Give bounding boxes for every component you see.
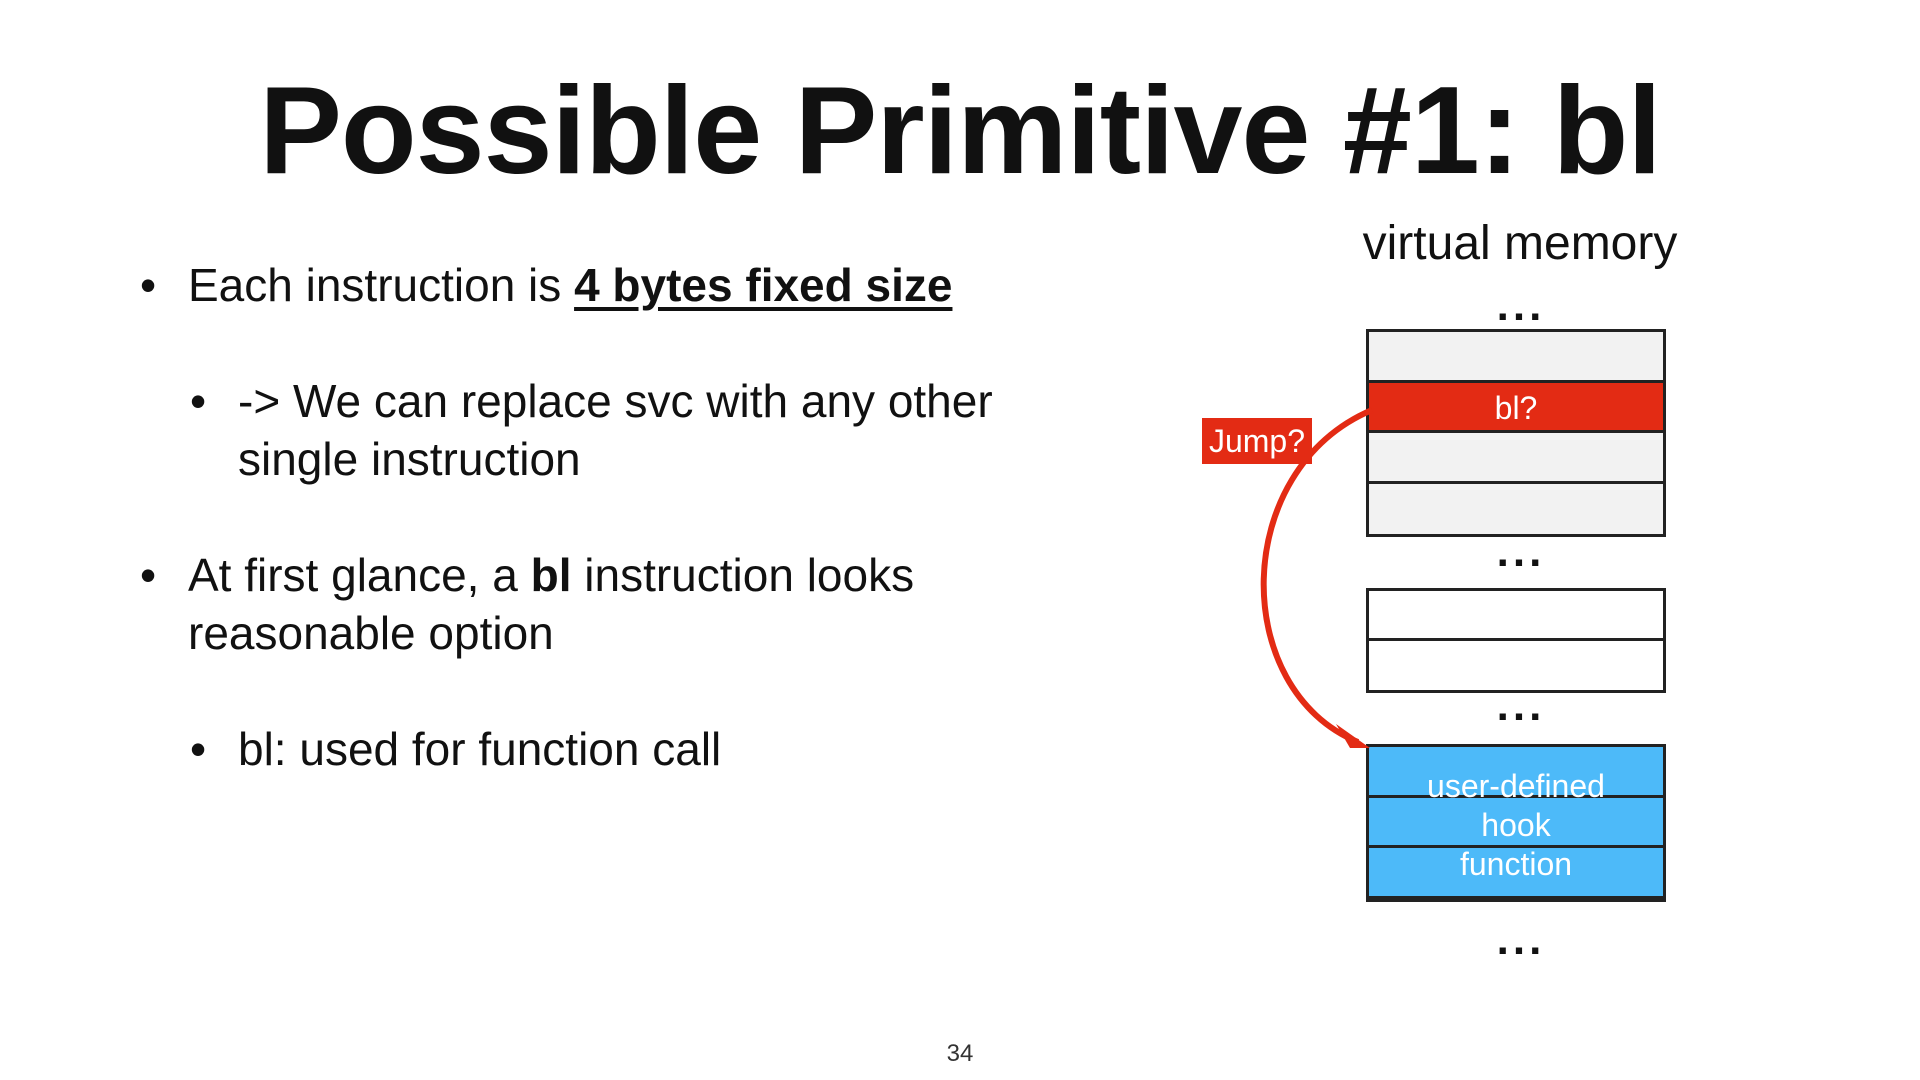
page-number: 34 (946, 1040, 974, 1067)
hook-function-label: user-defined hook function (1369, 767, 1663, 884)
bullet-emphasis: bl (530, 549, 572, 601)
hook-label-line: hook (1481, 807, 1551, 843)
memory-block-hook: user-defined hook function (1366, 744, 1666, 902)
memory-ellipsis: ... (1496, 281, 1546, 330)
memory-cell (1369, 433, 1663, 484)
bullet-text: bl: used for function call (238, 723, 722, 775)
bullet-text: -> We can replace svc with any other sin… (238, 375, 993, 485)
memory-cell-hook (1369, 797, 1663, 848)
bullet-marker: • (140, 259, 157, 311)
memory-cell-hook (1369, 747, 1663, 798)
memory-block-empty (1366, 588, 1666, 693)
memory-cell (1369, 332, 1663, 383)
bullet-instruction-size: • Each instruction is 4 bytes fixed size (140, 256, 1088, 314)
bullet-text: Each instruction is (188, 259, 575, 311)
bullet-marker: • (190, 723, 207, 775)
slide-title: Possible Primitive #1: bl (259, 62, 1662, 200)
jump-arrow-head (1336, 724, 1370, 748)
bullet-marker: • (190, 375, 207, 427)
memory-ellipsis: ... (1496, 681, 1546, 730)
bullet-emphasis: 4 bytes fixed size (574, 259, 953, 311)
memory-cell (1369, 640, 1663, 690)
jump-label: Jump? (1202, 418, 1312, 464)
memory-cell-bl: bl? (1369, 382, 1663, 433)
memory-ellipsis: ... (1496, 915, 1546, 964)
memory-block-code: bl? (1366, 329, 1666, 537)
bullet-text: instruction looks reasonable option (188, 549, 915, 659)
bullet-text: At first glance, a (188, 549, 531, 601)
memory-cell-hook (1369, 848, 1663, 899)
memory-ellipsis: ... (1496, 527, 1546, 576)
sub-bullet-bl-function-call: • bl: used for function call (190, 720, 1098, 778)
hook-label-line: function (1459, 846, 1573, 882)
bullet-bl-option: • At first glance, a bl instruction look… (140, 546, 1048, 662)
virtual-memory-label: virtual memory (1362, 217, 1678, 270)
memory-cell (1369, 591, 1663, 641)
memory-cell (1369, 483, 1663, 534)
hook-label-line: user-defined (1427, 768, 1605, 804)
sub-bullet-replace-svc: • -> We can replace svc with any other s… (190, 372, 1098, 488)
bullet-marker: • (140, 549, 157, 601)
